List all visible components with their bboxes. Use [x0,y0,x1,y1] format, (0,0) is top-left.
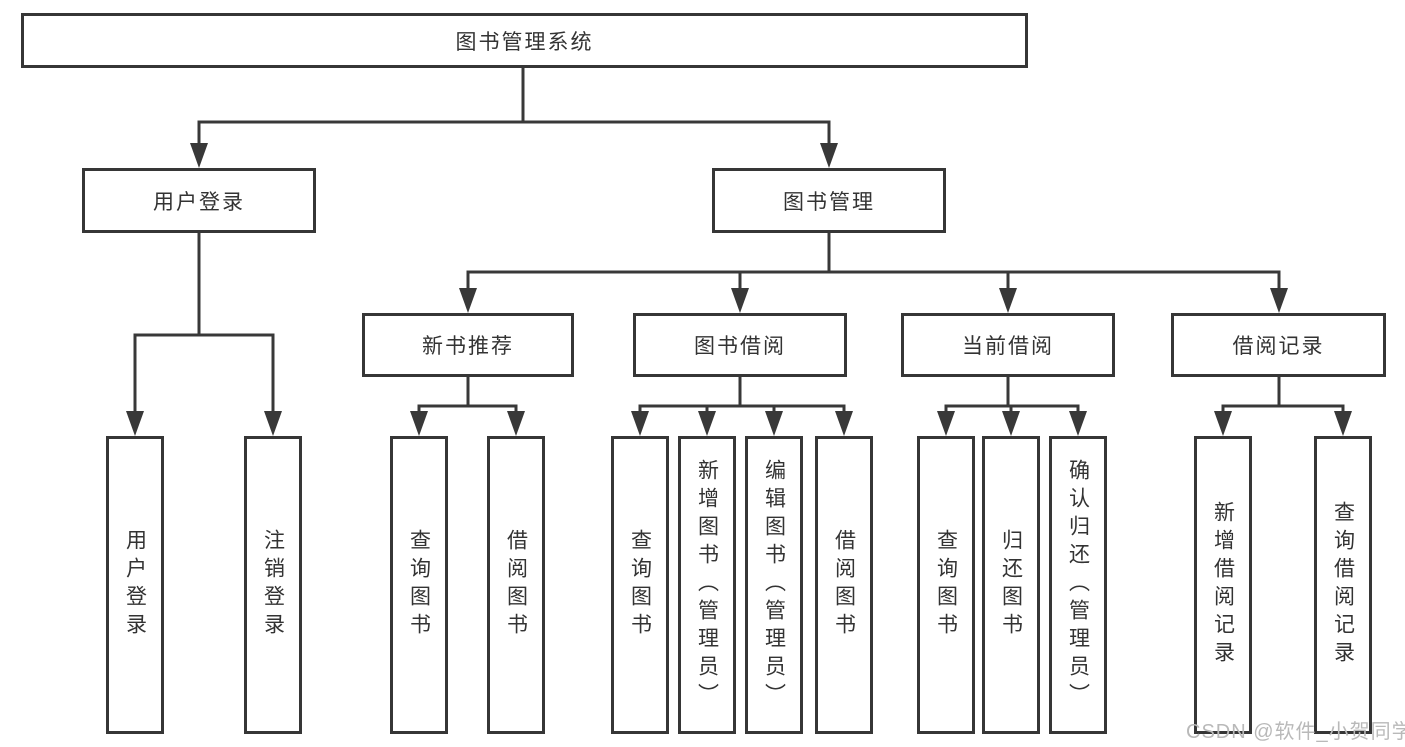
node-library-management-system: 图书管理系统 [21,13,1028,68]
leaf-label: 用户登录 [123,529,147,641]
leaf-label: 借阅图书 [504,529,528,641]
arrow-head [820,143,838,168]
leaf-label: 查询图书 [628,529,652,641]
node-book-management: 图书管理 [712,168,946,233]
node-label: 借阅记录 [1232,335,1325,358]
node-borrowing-records: 借阅记录 [1171,313,1386,377]
node-label: 新书推荐 [422,335,514,358]
leaf-label: 编辑图书（管理员） [762,459,786,711]
node-label: 用户登录 [153,190,245,214]
leaf-label: 查询图书 [407,529,431,641]
node-label: 当前借阅 [962,335,1054,358]
leaf-edit-books-admin: 编辑图书（管理员） [745,436,803,734]
arrow-head [459,288,477,313]
node-label: 图书借阅 [694,335,786,358]
leaf-query-books-borrowing: 查询图书 [611,436,669,734]
node-user-login: 用户登录 [82,168,316,233]
arrow-head [126,411,144,436]
leaf-label: 新增借阅记录 [1211,501,1235,669]
node-label: 图书管理系统 [455,30,594,54]
csdn-watermark: CSDN @软件_小贺同学 [1186,721,1405,743]
leaf-query-books-current: 查询图书 [917,436,975,734]
leaf-label: 注销登录 [261,529,285,641]
arrow-head [765,411,783,436]
leaf-label: 借阅图书 [832,529,856,641]
node-label: 图书管理 [783,190,875,214]
arrow-head [937,411,955,436]
leaf-add-borrow-record: 新增借阅记录 [1194,436,1252,734]
leaf-label: 查询借阅记录 [1331,501,1355,669]
leaf-query-books-recommendation: 查询图书 [390,436,448,734]
arrow-head [1002,411,1020,436]
leaf-label: 新增图书（管理员） [695,459,719,711]
arrow-head [731,288,749,313]
leaf-label: 确认归还（管理员） [1066,459,1090,711]
arrow-head [1214,411,1232,436]
arrow-head [835,411,853,436]
leaf-query-borrow-record: 查询借阅记录 [1314,436,1372,734]
arrow-head [507,411,525,436]
leaf-add-books-admin: 新增图书（管理员） [678,436,736,734]
leaf-confirm-return-admin: 确认归还（管理员） [1049,436,1107,734]
leaf-user-login: 用户登录 [106,436,164,734]
leaf-borrow-books-recommendation: 借阅图书 [487,436,545,734]
leaf-borrow-books: 借阅图书 [815,436,873,734]
arrow-head [190,143,208,168]
node-new-book-recommendation: 新书推荐 [362,313,574,377]
leaf-label: 查询图书 [934,529,958,641]
arrow-head [1270,288,1288,313]
leaf-return-books: 归还图书 [982,436,1040,734]
arrow-head [698,411,716,436]
node-book-borrowing: 图书借阅 [633,313,847,377]
arrow-head [999,288,1017,313]
node-current-borrowing: 当前借阅 [901,313,1115,377]
leaf-logout: 注销登录 [244,436,302,734]
arrow-head [1069,411,1087,436]
arrow-head [410,411,428,436]
arrow-head [264,411,282,436]
leaf-label: 归还图书 [999,529,1023,641]
arrow-head [631,411,649,436]
arrow-head [1334,411,1352,436]
